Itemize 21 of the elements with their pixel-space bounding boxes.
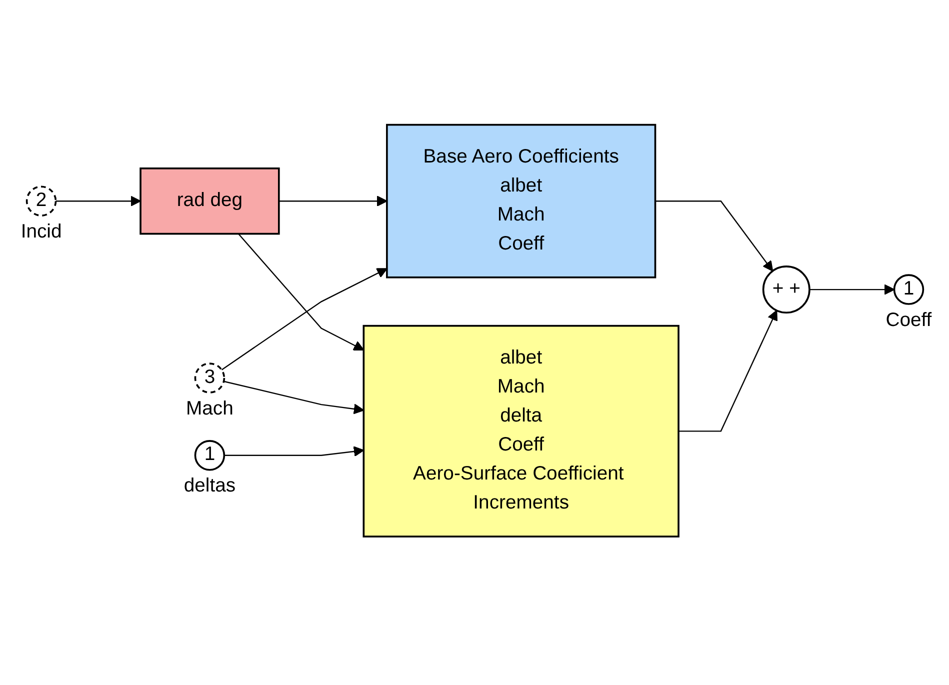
node-box: Base Aero Coefficients albet Mach Coeff — [386, 124, 656, 278]
arrow — [223, 380, 364, 414]
node-circle: 3 — [194, 362, 225, 394]
node-circle: 1 — [892, 274, 924, 305]
node-circle: 1 — [194, 440, 225, 470]
arrow — [678, 310, 777, 432]
arrow — [224, 446, 364, 456]
port-label: deltas — [183, 474, 236, 496]
node-box: rad deg — [139, 167, 280, 234]
arrow — [55, 195, 140, 206]
port-label: Coeff — [885, 308, 932, 331]
arrow — [654, 200, 773, 272]
node-circle: 2 — [25, 185, 56, 216]
node-circle: + + — [762, 265, 810, 314]
arrow — [808, 284, 894, 295]
arrow — [220, 268, 387, 370]
arrow — [278, 195, 387, 206]
port-label: Mach — [186, 397, 233, 420]
arrow — [237, 233, 364, 350]
node-box: albet Mach delta Coeff Aero-Surface Coefficient Increments — [362, 324, 679, 538]
port-label: Incid — [20, 220, 62, 242]
